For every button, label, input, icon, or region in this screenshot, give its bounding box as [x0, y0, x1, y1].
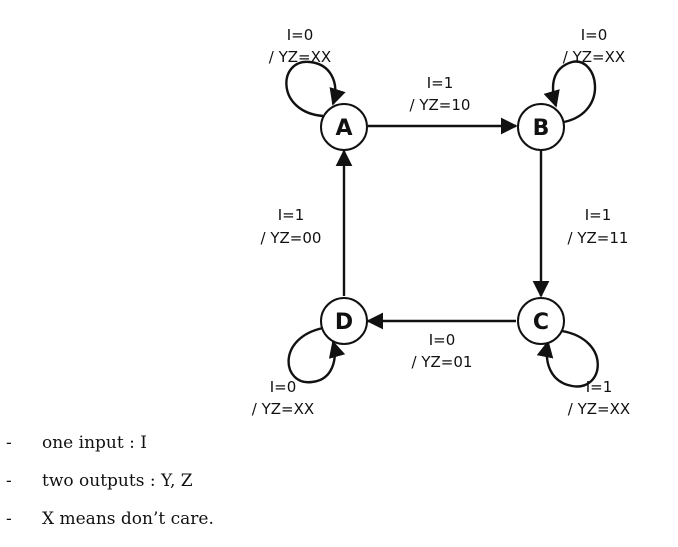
label-a-b-output: / YZ=10 [410, 96, 471, 114]
label-b-b-output: / YZ=XX [563, 48, 625, 66]
note-text: one input : I [42, 433, 147, 453]
self-loop-c [536, 329, 599, 388]
self-loop-d [287, 326, 346, 384]
label-a-b-condition: I=1 [427, 74, 454, 92]
state-b: B [517, 103, 565, 151]
label-b-c-output: / YZ=11 [568, 229, 629, 247]
label-d-a-condition: I=1 [278, 206, 305, 224]
label-b-c-condition: I=1 [585, 206, 612, 224]
label-b-b-condition: I=0 [581, 26, 608, 44]
state-diagram: A B C D I=1 / YZ=10 I=1 / YZ=11 I=0 / YZ… [252, 26, 630, 418]
state-a: A [320, 103, 368, 151]
note-bullet: - [6, 471, 12, 491]
state-d-label: D [335, 310, 353, 335]
note-text: two outputs : Y, Z [42, 471, 193, 491]
note-bullet: - [6, 509, 12, 529]
self-loop-b [543, 60, 597, 124]
self-loop-a [285, 60, 346, 118]
label-d-d-condition: I=0 [270, 378, 297, 396]
label-c-d-condition: I=0 [429, 331, 456, 349]
state-c: C [517, 297, 565, 345]
label-a-a-condition: I=0 [287, 26, 314, 44]
note-bullet: - [6, 433, 12, 453]
note-text: X means don’t care. [42, 509, 214, 529]
state-d: D [320, 297, 368, 345]
state-a-label: A [335, 116, 352, 141]
state-b-label: B [533, 116, 550, 141]
label-c-c-output: / YZ=XX [568, 400, 630, 418]
state-c-label: C [533, 310, 549, 335]
label-c-c-condition: I=1 [586, 378, 613, 396]
label-d-d-output: / YZ=XX [252, 400, 314, 418]
label-a-a-output: / YZ=XX [269, 48, 331, 66]
label-d-a-output: / YZ=00 [261, 229, 322, 247]
label-c-d-output: / YZ=01 [412, 353, 473, 371]
